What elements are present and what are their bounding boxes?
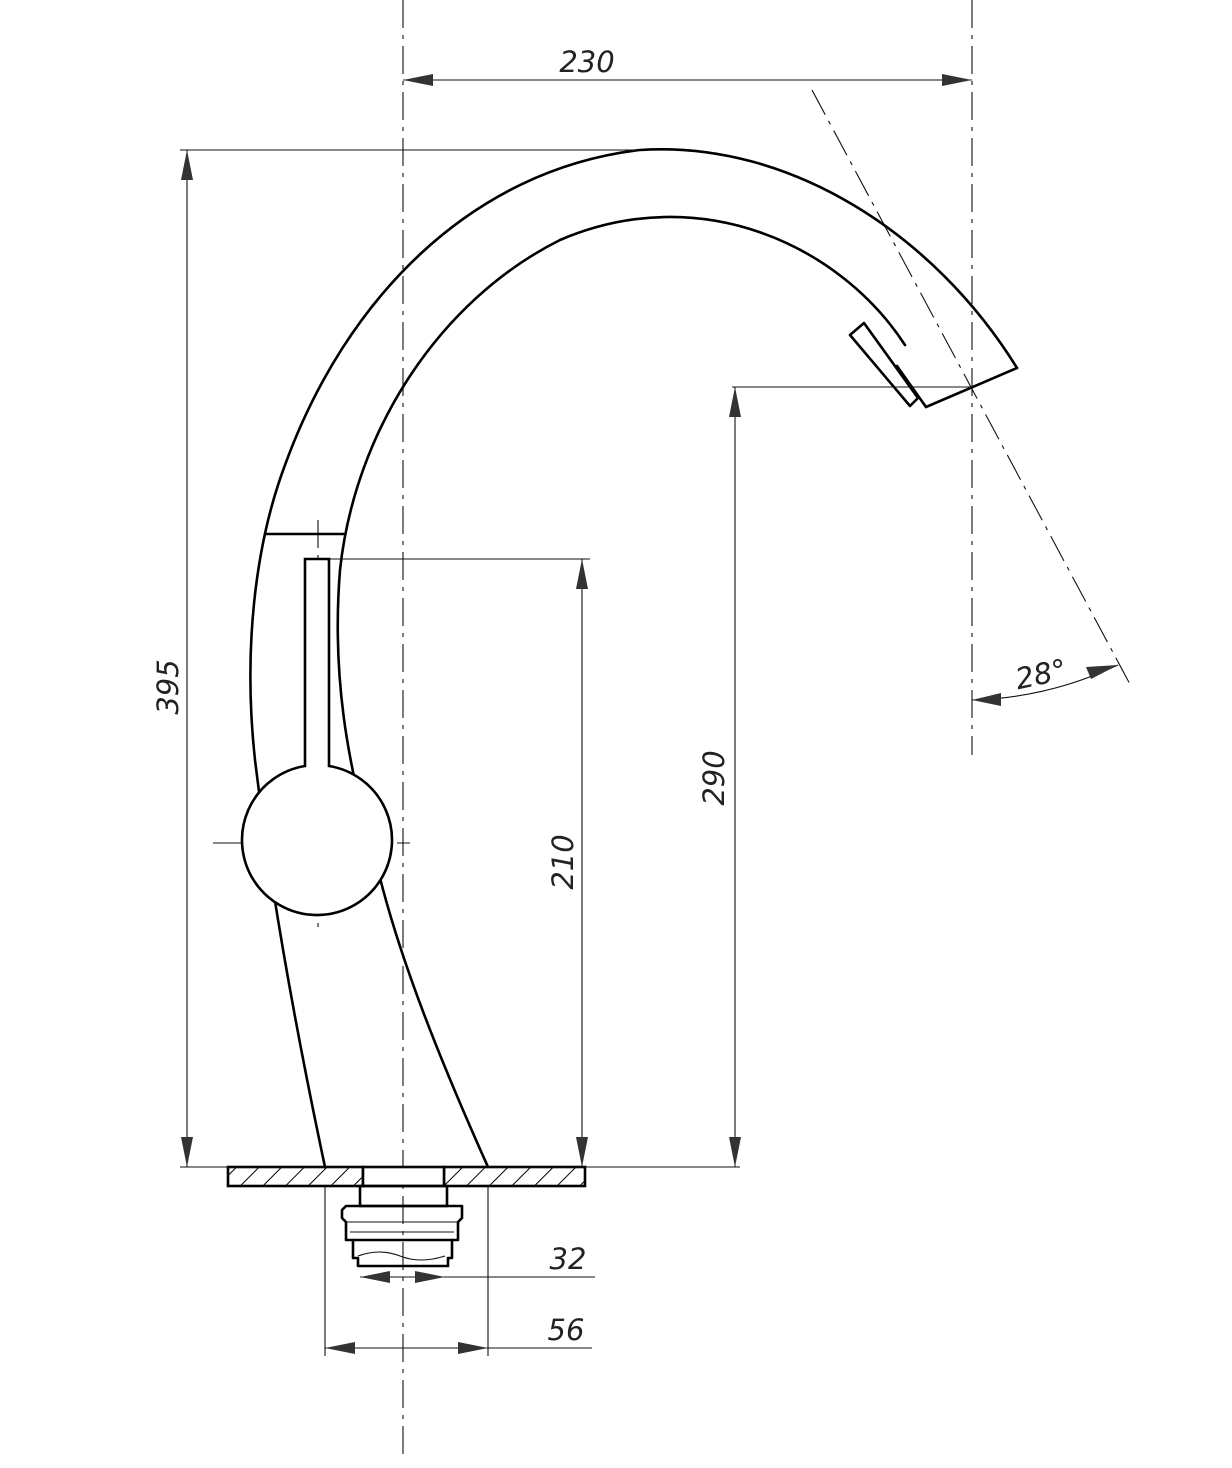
dim-label-210: 210 — [546, 834, 580, 889]
arrowhead — [403, 74, 433, 86]
mounting-assembly — [226, 1165, 587, 1268]
dim-label-230: 230 — [559, 45, 614, 79]
spout-outer-contour — [249, 147, 1019, 1169]
arrowhead — [1086, 665, 1118, 679]
handle-stem-and-ball — [240, 557, 394, 917]
dimension-210: 210 — [546, 559, 588, 1167]
mount-sleeve — [361, 1165, 446, 1188]
dim-label-32: 32 — [550, 1242, 587, 1276]
arrowhead — [360, 1271, 390, 1283]
arrowhead — [576, 559, 588, 589]
base-plate-left — [226, 1165, 365, 1188]
spout-angle-axis — [811, 89, 1133, 689]
dimension-395: 395 — [151, 150, 193, 1167]
dim-label-290: 290 — [697, 750, 731, 805]
arrowhead — [181, 1137, 193, 1167]
arrowhead — [729, 1137, 741, 1167]
dim-label-395: 395 — [151, 659, 185, 714]
arrowhead — [181, 150, 193, 180]
extension-lines — [180, 149, 972, 1356]
arrowhead — [458, 1342, 488, 1354]
mount-thread-break — [357, 1251, 446, 1261]
dimension-290: 290 — [697, 387, 741, 1167]
dimension-angle-28: 28° — [971, 652, 1119, 706]
arrowhead — [729, 387, 741, 417]
mount-thread — [351, 1238, 454, 1268]
arrowhead — [576, 1137, 588, 1167]
arrowhead — [942, 74, 972, 86]
dimension-32: 32 — [360, 1242, 595, 1283]
dim-label-28: 28° — [1012, 652, 1069, 696]
base-plate-right — [442, 1165, 587, 1188]
arrowhead — [972, 693, 1001, 706]
dimension-230: 230 — [403, 45, 972, 86]
aerator-nozzle — [848, 321, 920, 408]
faucet-body — [249, 147, 1019, 1169]
dim-label-56: 56 — [548, 1313, 585, 1347]
dimension-56: 56 — [325, 1313, 592, 1354]
handle-lever — [240, 557, 394, 917]
arrowhead — [415, 1271, 445, 1283]
arrowhead — [325, 1342, 355, 1354]
mount-nut — [340, 1204, 464, 1242]
spout-inner-contour — [336, 215, 907, 1169]
